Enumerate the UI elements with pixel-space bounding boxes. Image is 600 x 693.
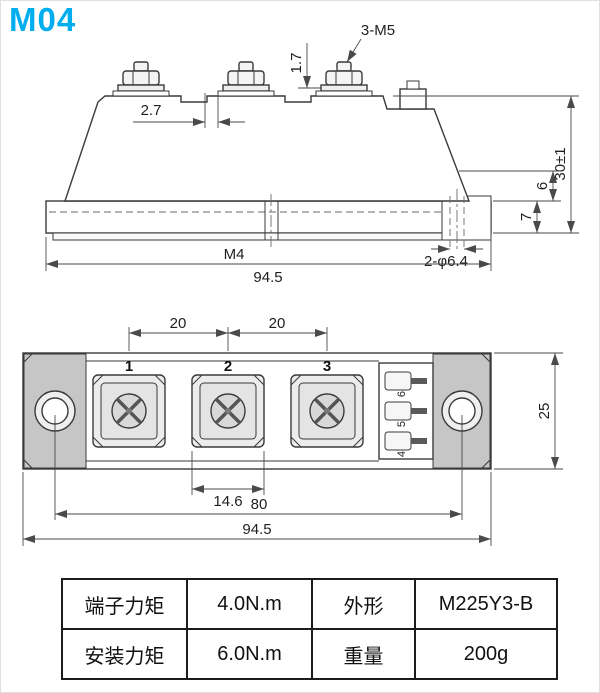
plan-view-dimensions: 20 20 25 14.6 80 <box>22 315 563 546</box>
dim-overall-width-plan: 94.5 <box>242 521 271 538</box>
page-title: M04 <box>9 1 77 38</box>
dim-pitch-right: 20 <box>269 315 286 332</box>
corner-chamfers <box>22 352 492 470</box>
terminal-bolt-3 <box>315 61 373 97</box>
mounting-tab <box>441 195 492 241</box>
pin-number-6: 6 <box>396 391 408 397</box>
spec-label: 外形 <box>311 578 416 630</box>
spec-value: 4.0N.m <box>186 578 313 630</box>
m4-hole <box>264 194 279 247</box>
dim-overall-height: 30±1 <box>552 147 569 180</box>
pin-6 <box>411 378 427 384</box>
dim-base-thickness: 7 <box>518 213 535 221</box>
bolt-spec-label: 3-M5 <box>361 22 395 39</box>
spec-value: 6.0N.m <box>186 628 313 680</box>
spec-table: 端子力矩 4.0N.m 外形 M225Y3-B 安装力矩 6.0N.m 重量 2… <box>61 578 558 680</box>
spec-label: 重量 <box>311 628 416 680</box>
thread-label: M4 <box>224 246 245 263</box>
left-mounting-hole <box>34 390 76 432</box>
dim-pitch-left: 20 <box>170 315 187 332</box>
table-row: 安装力矩 6.0N.m 重量 200g <box>61 628 558 680</box>
spec-label: 安装力矩 <box>61 628 188 680</box>
housing-outline <box>64 95 471 202</box>
pin-number-5: 5 <box>396 421 408 427</box>
aux-connector-tab <box>406 80 420 90</box>
spec-label: 端子力矩 <box>61 578 188 630</box>
dim-terminal-width: 14.6 <box>213 493 242 510</box>
dim-mount-spacing: 80 <box>251 496 268 513</box>
hole-spec-label: 2-φ6.4 <box>424 253 468 270</box>
dim-depth: 25 <box>536 403 553 420</box>
terminal-bolt-2 <box>217 61 275 97</box>
technical-drawing: 3-M5 1.7 2.7 30±1 <box>22 22 579 546</box>
baseplate <box>45 200 492 234</box>
terminal-pad-1 <box>91 373 167 449</box>
dim-offset: 2.7 <box>141 102 162 119</box>
terminal-pad-2 <box>190 373 266 449</box>
plan-view: 1 2 3 6 5 4 <box>22 315 563 546</box>
terminal-bolt-1 <box>112 61 170 97</box>
spec-value: 200g <box>414 628 558 680</box>
dim-step-top: 6 <box>534 182 551 190</box>
pin-number-4: 4 <box>396 451 408 457</box>
side-view: 3-M5 1.7 2.7 30±1 <box>45 22 579 286</box>
table-row: 端子力矩 4.0N.m 外形 M225Y3-B <box>61 578 558 630</box>
baseplate-bottom-strip <box>52 232 486 241</box>
phi-hole <box>449 189 465 251</box>
terminal-number-3: 3 <box>323 358 331 375</box>
side-view-dimensions: 3-M5 1.7 2.7 30±1 <box>45 22 579 286</box>
pin-5 <box>411 408 427 414</box>
spec-value: M225Y3-B <box>414 578 558 630</box>
dim-overall-width-side: 94.5 <box>253 269 282 286</box>
control-connector: 6 5 4 <box>378 362 434 460</box>
pin-4 <box>411 438 427 444</box>
aux-connector <box>399 88 427 110</box>
terminal-number-1: 1 <box>125 358 133 375</box>
dim-washer-height: 1.7 <box>288 53 305 74</box>
terminal-pad-3 <box>289 373 365 449</box>
terminal-number-2: 2 <box>224 358 232 375</box>
